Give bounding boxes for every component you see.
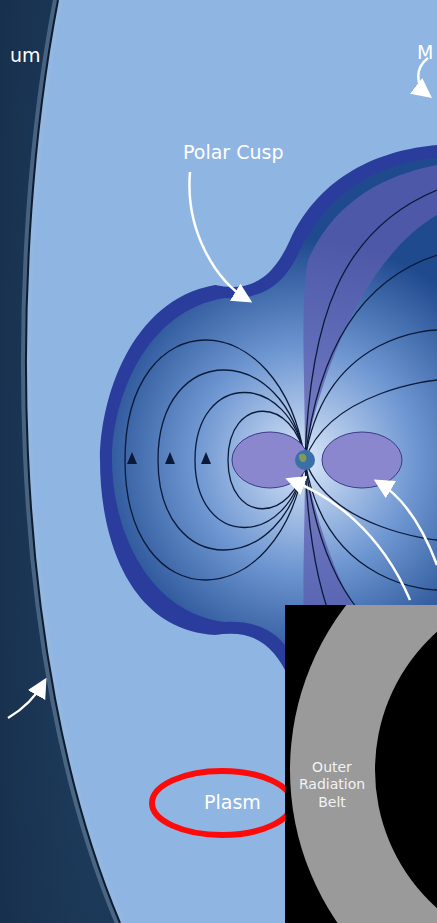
radiation-belt-band: Outer Radiation Belt <box>290 759 374 812</box>
region-label: um <box>10 45 41 66</box>
region-label: M <box>417 42 433 63</box>
belt-label: Outer Radiation Belt <box>290 759 374 812</box>
region-label: Plasm <box>204 792 261 813</box>
callout-label: Polar Cusp <box>183 142 283 163</box>
